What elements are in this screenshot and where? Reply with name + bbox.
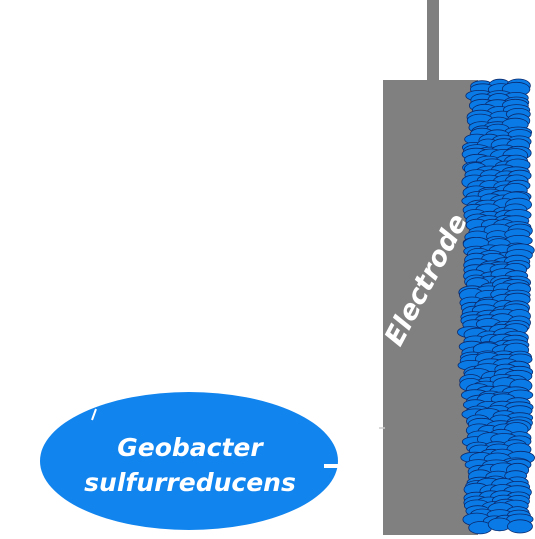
pilus-top	[91, 408, 97, 421]
organism-label-line2: sulfurreducens	[84, 468, 296, 497]
electrode-wire	[427, 0, 439, 81]
biofilm	[457, 78, 535, 535]
geobacter-cell: Geobacter sulfurreducens	[40, 392, 340, 530]
bacterium-body	[40, 392, 338, 530]
biofilm-cell	[507, 519, 533, 534]
biofilm-cell	[487, 517, 512, 532]
organism-label-line1: Geobacter	[117, 433, 264, 462]
